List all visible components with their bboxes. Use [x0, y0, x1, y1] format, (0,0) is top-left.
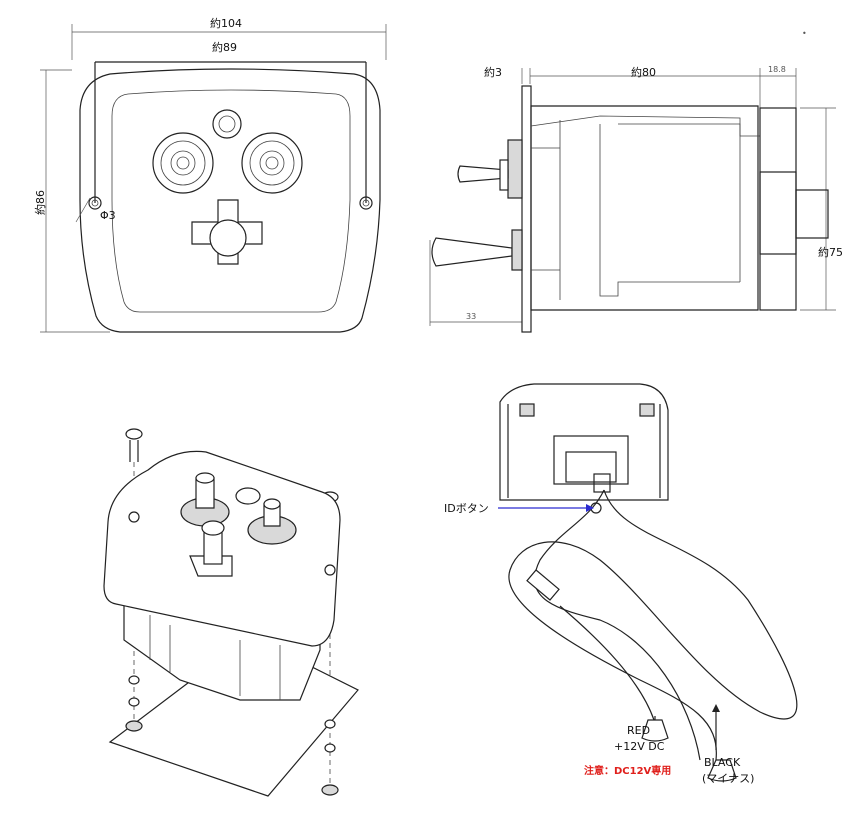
side-height-label: 約75	[818, 245, 843, 259]
hole-spacing-label: 約89	[212, 40, 237, 54]
corner-mark: •	[802, 29, 807, 38]
height-dimension-label: 約86	[33, 190, 47, 215]
mounting-view	[103, 428, 359, 797]
front-view: 約104 約89 約86 Φ3	[33, 16, 387, 333]
lever-length-label: 33	[466, 312, 476, 321]
dc12v-warning-note: 注意：DC12V専用	[584, 764, 671, 777]
side-view: 約3 約80 18.8 約75 33	[429, 65, 843, 333]
small-dimension-label: 18.8	[768, 65, 786, 74]
id-arrow-head	[586, 504, 594, 512]
red-wire-label: RED	[627, 724, 650, 737]
id-button-label: IDボタン	[444, 502, 489, 515]
flange-thickness-label: 約3	[484, 65, 502, 79]
black-wire-label: BLACK	[704, 756, 741, 769]
width-dimension-label: 約104	[210, 16, 242, 30]
wiring-view: IDボタン RED +12V DC BLACK (マイナス) 注意：DC12V専…	[444, 383, 798, 785]
voltage-label: +12V DC	[614, 740, 665, 753]
hole-diameter-label: Φ3	[100, 209, 116, 222]
depth-dimension-label: 約80	[631, 65, 656, 79]
minus-label: (マイナス)	[702, 772, 754, 785]
